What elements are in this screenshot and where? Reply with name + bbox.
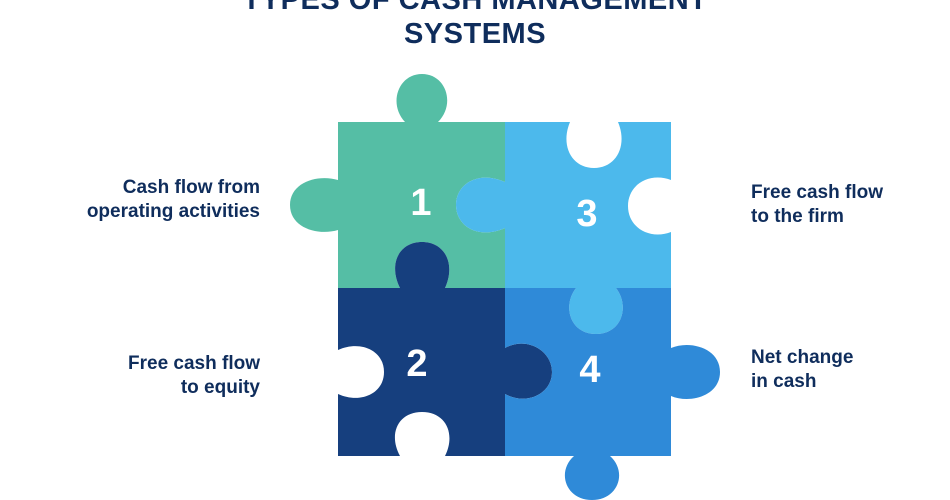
puzzle-number-4: 4 (579, 349, 600, 391)
puzzle-piece-1-shape (290, 74, 505, 288)
puzzle-number-1: 1 (410, 182, 431, 224)
label-piece-4: Net change in cash (751, 346, 853, 394)
puzzle-number-2: 2 (406, 343, 427, 385)
label-piece-1: Cash flow from operating activities (87, 176, 260, 224)
label-piece-3-line-1: Free cash flow (751, 182, 883, 203)
puzzle-piece-1: 1 (290, 74, 505, 288)
label-piece-1-line-2: operating activities (86, 201, 260, 222)
label-piece-4-line-1: Net change (751, 347, 854, 368)
puzzle-piece-4-shape (505, 288, 720, 500)
puzzle-number-3: 3 (576, 193, 597, 235)
label-piece-2-line-2: to equity (180, 377, 260, 398)
title-line-2: SYSTEMS (403, 18, 547, 50)
label-piece-1-line-1: Cash flow from (122, 177, 260, 198)
label-piece-3-line-2: to the firm (751, 206, 844, 227)
puzzle-piece-4: 4 (505, 288, 720, 500)
label-piece-2-line-1: Free cash flow (128, 353, 260, 374)
label-piece-3: Free cash flow to the firm (751, 181, 883, 229)
puzzle-piece-2-shape (338, 242, 552, 456)
label-piece-2: Free cash flow to equity (128, 352, 260, 400)
puzzle-piece-2: 2 (338, 242, 552, 456)
label-piece-4-line-2: in cash (751, 371, 817, 392)
title-line-1: TYPES OF CASH MANAGEMENT (242, 0, 708, 16)
puzzle-piece-3: 3 (456, 122, 671, 334)
puzzle-piece-3-shape (456, 122, 671, 334)
